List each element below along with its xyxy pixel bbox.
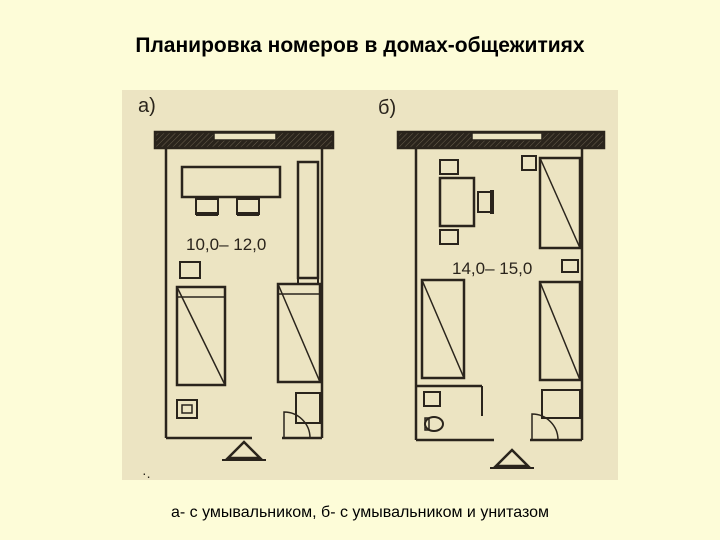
plan-a-chair-1 bbox=[195, 198, 219, 215]
plan-b-entry-arrow bbox=[492, 448, 532, 468]
plan-b-chair-2 bbox=[439, 229, 459, 245]
plan-a-entry-wardrobe bbox=[295, 392, 321, 424]
plan-b-nightstand-2 bbox=[561, 259, 579, 273]
plan-b: б) 14,0– 15, bbox=[378, 97, 606, 469]
plan-b-chair-1 bbox=[439, 159, 459, 175]
plan-b-chair-3 bbox=[477, 191, 493, 213]
slide-title: Планировка номеров в домах-общежитиях bbox=[135, 34, 585, 57]
plan-b-toilet bbox=[424, 416, 444, 432]
plan-a-area: 10,0– 12,0 bbox=[186, 235, 266, 254]
plan-a-chair-2 bbox=[236, 198, 260, 215]
plan-b-area: 14,0– 15,0 bbox=[452, 259, 532, 278]
slide-caption: а- с умывальником, б- с умывальником и у… bbox=[170, 504, 550, 521]
plan-b-nightstand-1 bbox=[521, 155, 537, 171]
plan-a-label: а) bbox=[138, 95, 156, 117]
svg-text:·.: ·. bbox=[142, 465, 151, 480]
plan-b-window bbox=[471, 132, 543, 141]
plan-a-table bbox=[180, 165, 282, 199]
plan-a: а) 10,0– 12,0 bbox=[138, 95, 335, 480]
plan-b-table bbox=[438, 176, 476, 228]
floor-plans-svg: а) 10,0– 12,0 bbox=[138, 95, 606, 480]
plan-a-entry-arrow bbox=[224, 440, 264, 460]
plan-a-nightstand-1 bbox=[179, 261, 201, 279]
plan-b-door bbox=[531, 413, 559, 441]
plan-b-washbasin bbox=[423, 391, 441, 407]
plan-b-label: б) bbox=[378, 97, 396, 119]
floor-plans-drawing: а) 10,0– 12,0 bbox=[122, 90, 618, 480]
plan-a-window bbox=[213, 132, 277, 141]
plan-a-washbasin bbox=[176, 399, 198, 419]
plan-a-wardrobe bbox=[296, 160, 320, 280]
plan-a-door bbox=[283, 411, 311, 439]
plan-b-entry-wardrobe bbox=[541, 389, 581, 419]
